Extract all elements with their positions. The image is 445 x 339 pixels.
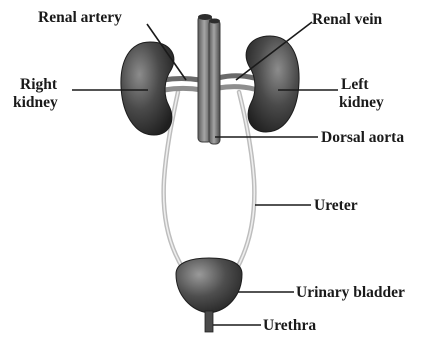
label-right-kidney-line2: kidney [13,94,58,111]
label-renal-vein: Renal vein [312,11,383,28]
label-ureter: Ureter [314,197,358,214]
major-vessels [198,14,220,144]
label-renal-artery: Renal artery [38,9,122,26]
left-kidney-shape [246,36,299,132]
urethra-tube [205,311,213,332]
urinary-bladder [176,258,242,313]
aorta-vessel [209,20,220,144]
left-renal-vein-vessel [218,87,254,89]
label-left-kidney-line2: kidney [339,94,384,111]
vena-cava-top [198,14,212,20]
label-urinary-bladder: Urinary bladder [296,284,405,301]
label-urethra: Urethra [263,317,316,334]
left-kidney [246,36,299,132]
label-right-kidney-line1: Right [20,76,58,93]
left-renal-artery-vessel [218,76,254,78]
right-renal-vein-vessel [164,89,202,91]
label-left-kidney-line1: Left [341,76,369,93]
right-renal-artery-vessel [163,79,200,81]
urethra [205,311,213,332]
bladder-shape [176,258,242,313]
label-dorsal-aorta: Dorsal aorta [321,129,404,146]
aorta-top [209,19,220,24]
